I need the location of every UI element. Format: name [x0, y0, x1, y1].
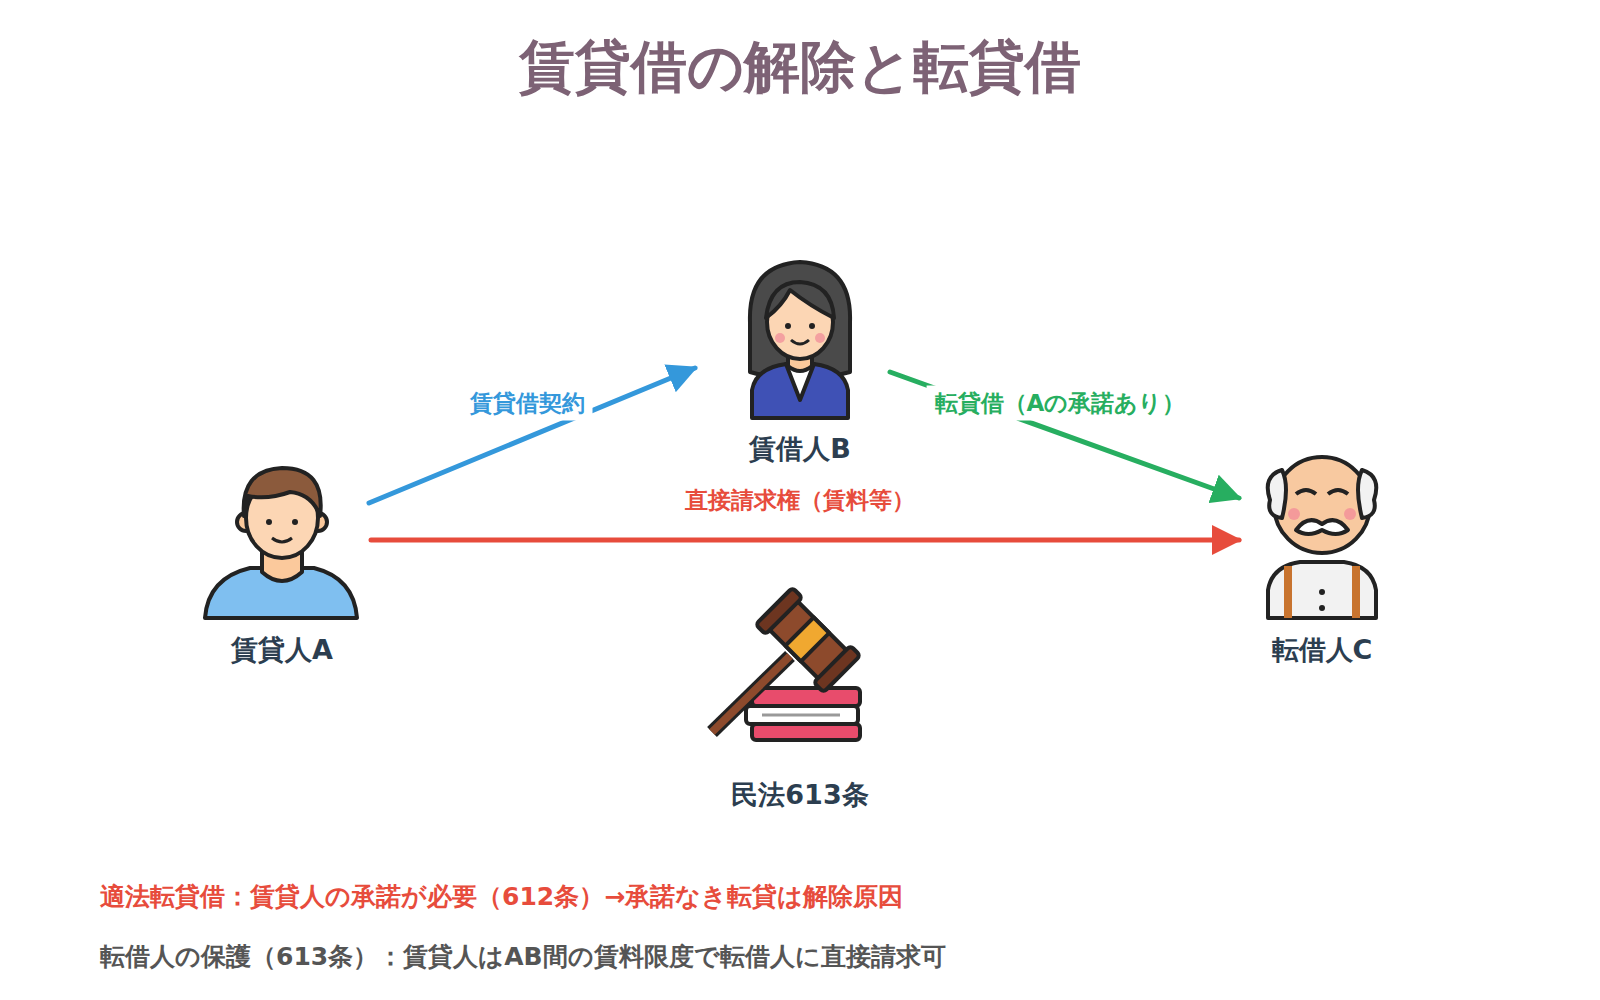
- person-icon: [1268, 457, 1377, 618]
- gavel-icon: [712, 588, 860, 740]
- person-label: 賃借人B: [749, 431, 851, 467]
- law-label: 民法613条: [731, 777, 868, 813]
- note-text: 転借人の保護（613条）：賃貸人はAB間の賃料限度で転借人に直接請求可: [100, 940, 946, 973]
- edge-label: 直接請求権（賃料等）: [677, 483, 923, 518]
- person-node: 賃貸人A: [207, 458, 357, 668]
- connector-arrow: [890, 372, 1239, 498]
- diagram-title: 賃貸借の解除と転貸借: [0, 30, 1600, 106]
- edge-label: 賃貸借契約: [462, 386, 593, 421]
- person-icon: [205, 468, 357, 618]
- edge-label: 転貸借（Aの承諾あり）: [927, 386, 1194, 421]
- person-label: 賃貸人A: [231, 632, 333, 668]
- person-node: 賃借人B: [725, 255, 875, 467]
- connector-arrow: [369, 368, 695, 503]
- person-label: 転借人C: [1272, 632, 1373, 668]
- note-text: 適法転貸借：賃貸人の承諾が必要（612条）→承諾なき転貸は解除原因: [100, 880, 903, 913]
- person-node: 転借人C: [1247, 452, 1397, 668]
- person-icon: [750, 262, 850, 418]
- connector-arrow: [371, 538, 1239, 543]
